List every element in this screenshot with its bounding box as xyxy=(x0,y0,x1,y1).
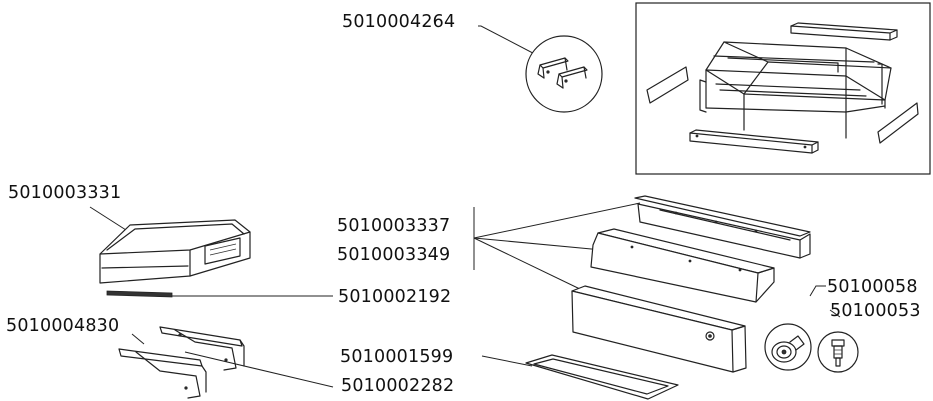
valve-detail xyxy=(817,331,859,373)
part-label-5010003337: 5010003337 xyxy=(337,216,450,236)
part-label-5010003331: 5010003331 xyxy=(8,183,121,203)
frame-assembly-box xyxy=(635,2,931,175)
part-label-5010003349: 5010003349 xyxy=(337,245,450,265)
top-channel xyxy=(634,195,811,259)
middle-panel xyxy=(590,228,775,303)
part-label-5010004264: 5010004264 xyxy=(342,12,455,32)
part-label-5010002192: 5010002192 xyxy=(338,287,451,307)
knob-detail xyxy=(764,323,812,371)
front-panel xyxy=(571,285,747,373)
gasket-frame xyxy=(525,354,679,400)
top-cover xyxy=(99,219,251,284)
part-label-50100058: 50100058 xyxy=(827,277,918,297)
leader-lines xyxy=(89,25,841,388)
part-label-5010001599: 5010001599 xyxy=(340,347,453,367)
part-label-50100053: 50100053 xyxy=(830,301,921,321)
seal-strip xyxy=(106,290,173,298)
side-brackets xyxy=(118,326,245,399)
bracket-pair-detail xyxy=(525,35,603,113)
part-label-5010002282: 5010002282 xyxy=(341,376,454,396)
part-label-5010004830: 5010004830 xyxy=(6,316,119,336)
